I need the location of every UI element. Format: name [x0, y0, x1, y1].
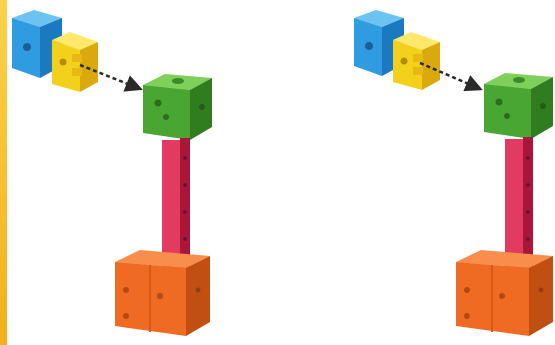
right-panel [354, 10, 553, 336]
left-panel [12, 10, 212, 336]
orange-base [456, 250, 553, 336]
yellow-cube [52, 32, 98, 92]
green-cube [143, 74, 212, 140]
green-cube [484, 73, 553, 139]
red-rod [162, 138, 190, 272]
orange-base [115, 250, 210, 336]
red-rod [505, 137, 533, 272]
yellow-cube [393, 32, 440, 90]
